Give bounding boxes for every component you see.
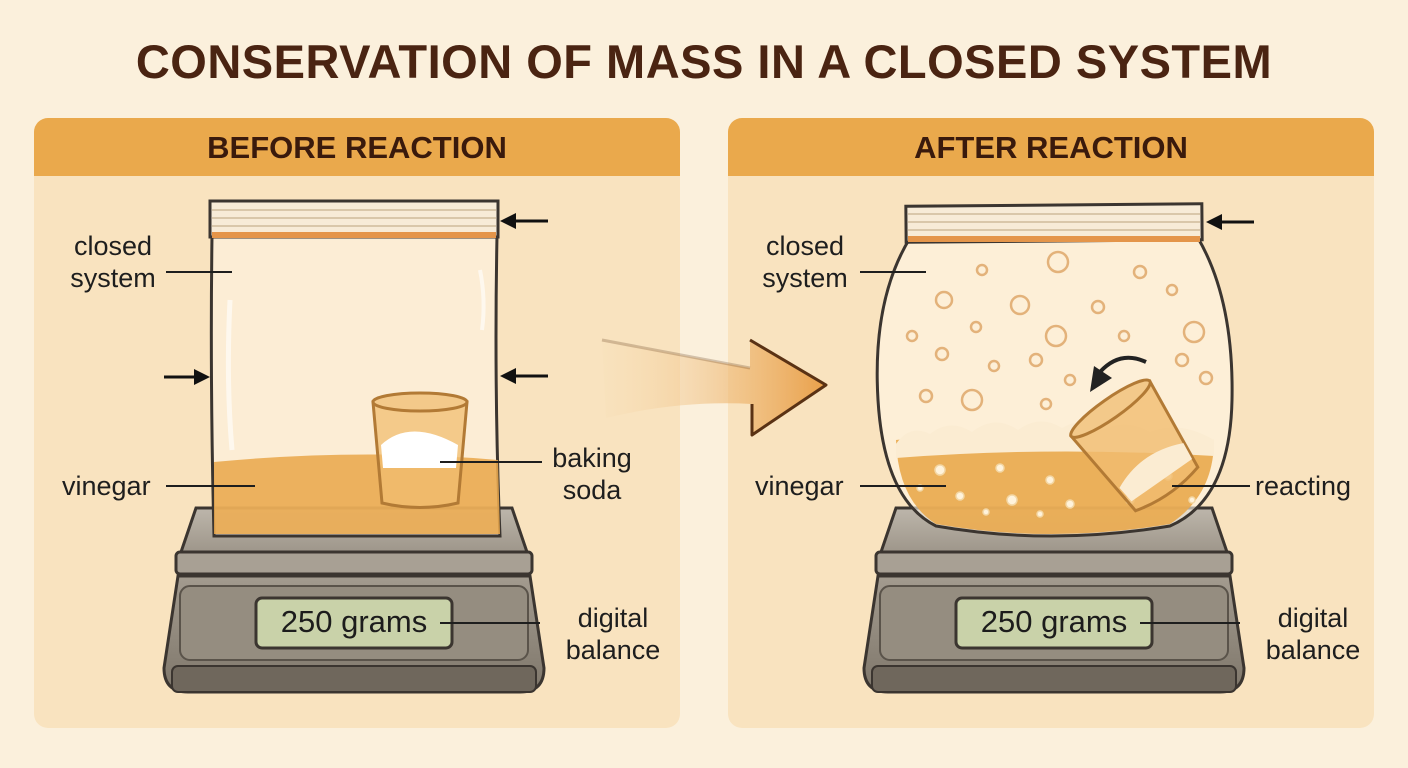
before-panel-header: BEFORE REACTION [34,118,680,176]
before-bag [208,199,502,538]
before-vinegar-label: vinegar [62,471,151,501]
after-closed-line2: system [762,263,848,293]
after-leader-lines [860,271,1250,624]
before-scale-reading: 250 grams [280,604,428,639]
before-closed-line2: system [70,263,156,293]
before-digital-balance-label: digital balance [556,602,670,666]
page-title: CONSERVATION OF MASS IN A CLOSED SYSTEM [135,35,1273,88]
after-closed-system-label: closed system [750,230,860,294]
before-leader-lines [166,271,542,624]
after-balance-line1: digital [1277,603,1349,633]
before-pressure-arrows [164,213,548,385]
before-balance-line1: digital [577,603,649,633]
after-pressure-arrow [1206,214,1254,230]
after-panel-header: AFTER REACTION [728,118,1374,176]
before-baking-line1: baking [552,443,632,473]
after-scale-reading: 250 grams [980,604,1128,639]
transition-arrow-icon [602,340,826,435]
before-closed-system-label: closed system [58,230,168,294]
before-closed-line1: closed [73,231,153,261]
after-vinegar-label: vinegar [755,471,844,501]
after-digital-balance-label: digital balance [1256,602,1370,666]
before-baking-line2: soda [562,475,622,505]
before-baking-soda-label: baking soda [540,442,644,506]
after-closed-line1: closed [765,231,845,261]
after-bag [875,202,1234,538]
after-reacting-label: reacting [1255,471,1352,501]
after-balance-line2: balance [1265,635,1361,665]
before-balance-line2: balance [565,635,661,665]
